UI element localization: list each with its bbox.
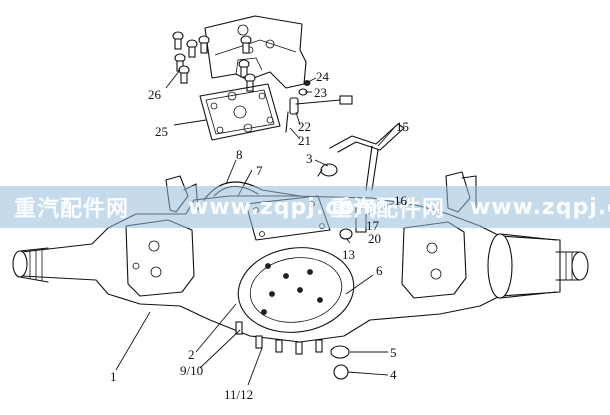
callout-2: 2 (188, 347, 195, 362)
callout-1: 1 (110, 369, 117, 384)
callout-15: 15 (396, 119, 409, 134)
small-parts (285, 80, 405, 191)
callout-16: 16 (394, 193, 407, 208)
callout-9-10: 9/10 (180, 363, 204, 378)
axle-housing (12, 171, 589, 380)
callout-4: 4 (390, 367, 397, 382)
callout-3: 3 (306, 151, 313, 166)
watermark-band: 重汽配件网 www.zqpj.com 重汽配件网 www.zqpj.com (0, 186, 610, 228)
callout-26: 26 (148, 87, 161, 102)
watermark-text-center-right: 重汽配件网 (330, 197, 446, 222)
callout-13: 13 (342, 247, 355, 262)
callout-7: 7 (256, 163, 263, 178)
watermark-text-left: 重汽配件网 (14, 197, 130, 222)
watermark-text-center: www.zqpj.com (188, 194, 380, 220)
callout-24: 24 (316, 69, 329, 84)
callout-21: 21 (298, 133, 311, 148)
callout-25: 25 (155, 124, 168, 139)
mounting-plate-25 (199, 83, 281, 141)
bolt-group-26 (172, 31, 256, 92)
callout-22: 22 (298, 119, 311, 134)
callout-20: 20 (368, 231, 381, 246)
callout-11-12: 11/12 (224, 387, 254, 402)
callout-8: 8 (236, 147, 243, 162)
callout-17: 17 (366, 218, 379, 233)
callout-6: 6 (376, 263, 383, 278)
top-bracket (204, 15, 307, 89)
callout-23: 23 (314, 85, 327, 100)
callout-5: 5 (390, 345, 397, 360)
watermark-text-right: www.zqpj.com (470, 194, 610, 220)
